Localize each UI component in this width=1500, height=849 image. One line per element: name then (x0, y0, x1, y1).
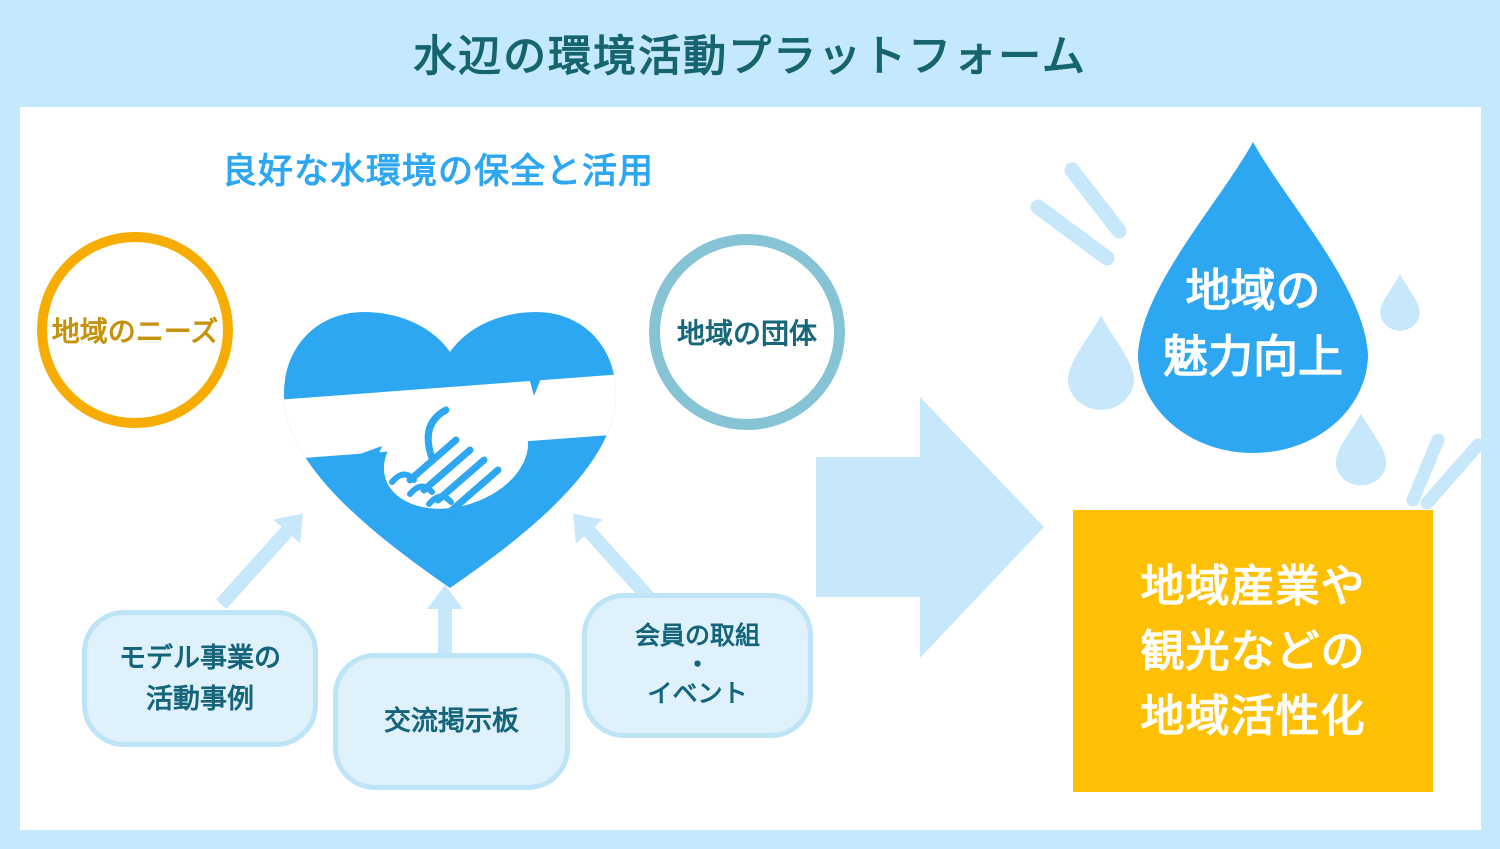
arrow-up-right-icon (215, 513, 303, 610)
sparkle-lines-icon (1406, 433, 1485, 510)
outcome-drop-line: 地域の (1185, 265, 1321, 316)
small-drop-icon (1067, 315, 1135, 410)
groups-circle-label: 地域の団体 (676, 318, 817, 349)
outcome-box-line: 地域活性化 (1140, 691, 1366, 741)
page-title: 水辺の環境活動プラットフォーム (413, 33, 1087, 81)
platform-box-line: 会員の取組 (634, 622, 760, 650)
sparkle-lines-icon (1030, 162, 1127, 266)
platform-box-line: ・ (684, 651, 710, 679)
heart-handshake-icon (284, 312, 616, 588)
platform-box-line: 交流掲示板 (384, 706, 519, 736)
arrow-up-icon (427, 585, 463, 653)
platform-box-model-cases: モデル事業の 活動事例 (82, 610, 318, 747)
outcome-drop-label: 地域の 魅力向上 (1128, 258, 1378, 390)
small-drop-icon (1380, 274, 1420, 331)
water-drop-icon (1138, 142, 1368, 453)
needs-circle-label: 地域のニーズ (51, 316, 219, 347)
platform-box-line: モデル事業の (119, 642, 281, 673)
outcome-box-line: 観光などの (1140, 626, 1366, 676)
platform-box-member-activities: 会員の取組 ・ イベント (582, 593, 813, 738)
platform-box-bulletin-board: 交流掲示板 (333, 653, 570, 790)
platform-box-line: イベント (647, 680, 748, 708)
arrow-up-left-icon (573, 513, 661, 610)
outcome-box: 地域産業や 観光などの 地域活性化 (1073, 510, 1433, 792)
arrow-right-icon (816, 397, 1044, 658)
small-drop-icon (1335, 413, 1387, 486)
groups-circle: 地域の団体 (649, 234, 845, 430)
diagram-subtitle: 良好な水環境の保全と活用 (222, 152, 655, 191)
needs-circle: 地域のニーズ (37, 232, 233, 428)
outcome-box-line: 地域産業や (1140, 561, 1366, 611)
outcome-drop-line: 魅力向上 (1162, 331, 1343, 382)
platform-box-line: 活動事例 (146, 683, 254, 714)
